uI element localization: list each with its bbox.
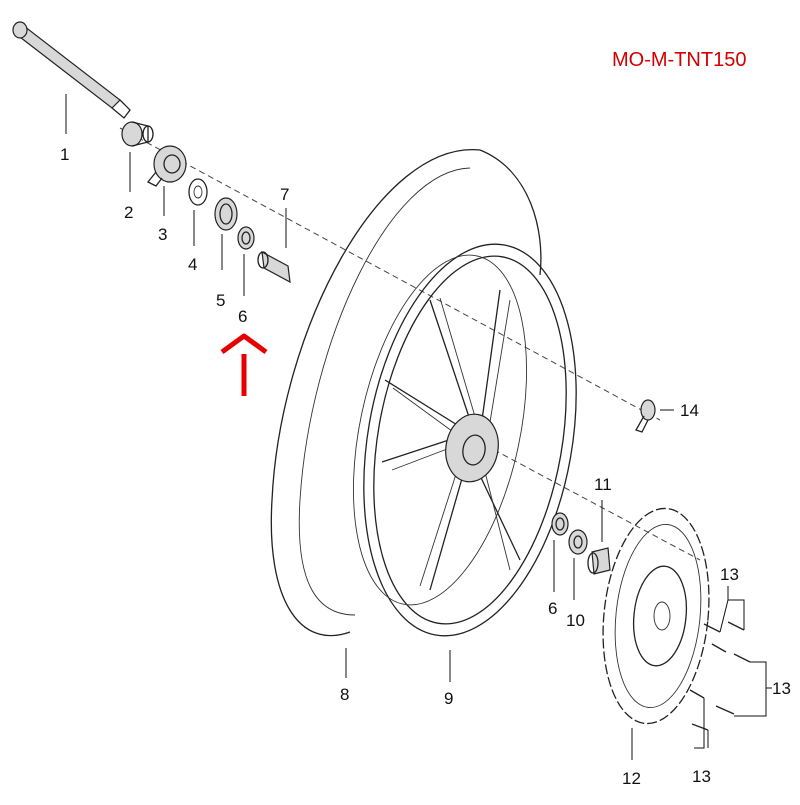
part-number-8: 8 [340,685,349,704]
part-number-9: 9 [444,689,453,708]
part-number-10: 10 [566,611,585,630]
axle-shaft [12,21,131,119]
part-number-12: 12 [622,769,641,788]
part-number-7: 7 [280,185,289,204]
oil-seal-right [568,529,588,555]
brake-disc [602,507,710,725]
brake-side-centerline [484,444,701,561]
part-number-13-bottom: 13 [692,767,711,786]
speedometer-gear-box [146,145,187,187]
part-number-13-right: 13 [772,679,791,698]
part-number-13-top: 13 [720,565,739,584]
tire [270,149,542,637]
part-number-3: 3 [158,225,167,244]
model-code: MO-M-TNT150 [612,49,746,71]
oil-seal [214,197,238,231]
leader-lines [65,94,772,760]
part-number-11: 11 [594,475,612,494]
wheel-rim [352,243,577,637]
side-collar [587,547,611,575]
highlight-arrow [220,333,268,396]
disc-bolts [689,621,751,731]
part-number-5: 5 [216,291,225,310]
part-number-14: 14 [680,401,699,420]
bearing-left [237,226,255,250]
part-number-4: 4 [188,255,197,274]
tire-valve [635,399,656,433]
distance-collar [257,250,291,284]
part-number-6-right: 6 [548,599,557,618]
part-number-6-left: 6 [238,307,247,326]
part-number-1: 1 [60,145,69,164]
axle-centerline [119,127,661,421]
gear-retainer [188,178,208,206]
bearing-right [551,512,569,536]
axle-collar [121,121,154,147]
part-number-2: 2 [124,203,133,222]
